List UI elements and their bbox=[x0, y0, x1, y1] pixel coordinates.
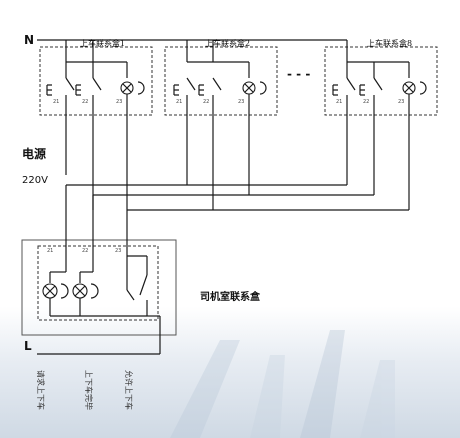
cab-box-border bbox=[21, 239, 177, 336]
box-2-pushbutton-1-icon bbox=[173, 84, 179, 96]
box-2-t22: 22 bbox=[203, 99, 209, 105]
box-8-pushbutton-2-icon bbox=[359, 84, 365, 96]
label-done: 上下车完毕 bbox=[84, 370, 94, 410]
box-1-pushbutton-1-icon bbox=[46, 84, 52, 96]
cab-t22: 22 bbox=[82, 248, 88, 254]
box-1-pushbutton-2-icon bbox=[75, 84, 81, 96]
cab-buzzer-request-icon bbox=[60, 283, 69, 299]
live-label: L bbox=[24, 339, 32, 353]
box-2: 上车联系盒2 21 22 23 bbox=[164, 38, 278, 210]
box-8: 上车联系盒8 21 22 23 bbox=[324, 38, 438, 210]
cab-buzzer-done-icon bbox=[90, 283, 99, 299]
power-label: 电源 bbox=[22, 146, 46, 161]
label-request: 请求上下车 bbox=[36, 370, 46, 410]
voltage-label: 220V bbox=[22, 175, 48, 186]
box-2-t23: 23 bbox=[238, 99, 244, 105]
box-2-buzzer-icon bbox=[259, 81, 267, 95]
box-2-title: 上车联系盒2 bbox=[205, 38, 250, 48]
box-2-pushbutton-2-icon bbox=[198, 84, 204, 96]
box-1-t21: 21 bbox=[53, 99, 59, 105]
box-2-t21: 21 bbox=[176, 99, 182, 105]
cab-t21: 21 bbox=[47, 248, 53, 254]
box-8-border bbox=[324, 46, 438, 116]
box-2-border bbox=[164, 46, 278, 116]
box-8-buzzer-icon bbox=[419, 81, 427, 95]
cab-box: 司机室联系盒 21 22 23 bbox=[21, 185, 261, 336]
box-8-t21: 21 bbox=[336, 99, 342, 105]
label-allow: 允许上下车 bbox=[124, 370, 134, 410]
box-1-buzzer-icon bbox=[137, 81, 145, 95]
neutral-label: N bbox=[24, 33, 34, 47]
cab-box-title: 司机室联系盒 bbox=[200, 290, 261, 303]
box-8-pushbutton-1-icon bbox=[332, 84, 338, 96]
cab-allow-switch bbox=[139, 274, 148, 296]
cab-t23: 23 bbox=[115, 248, 121, 254]
box-8-title: 上车联系盒8 bbox=[367, 38, 412, 48]
box-1-t23: 23 bbox=[116, 99, 122, 105]
background-scenery bbox=[170, 330, 395, 438]
box-8-t23: 23 bbox=[398, 99, 404, 105]
box-1-border bbox=[39, 46, 153, 116]
box-8-t22: 22 bbox=[363, 99, 369, 105]
ellipsis-more-boxes: - - - bbox=[287, 67, 310, 81]
box-1: 上车联系盒1 21 22 23 bbox=[39, 38, 153, 210]
cab-box-inner bbox=[37, 245, 159, 321]
box-1-title: 上车联系盒1 bbox=[80, 38, 125, 48]
box-1-t22: 22 bbox=[82, 99, 88, 105]
